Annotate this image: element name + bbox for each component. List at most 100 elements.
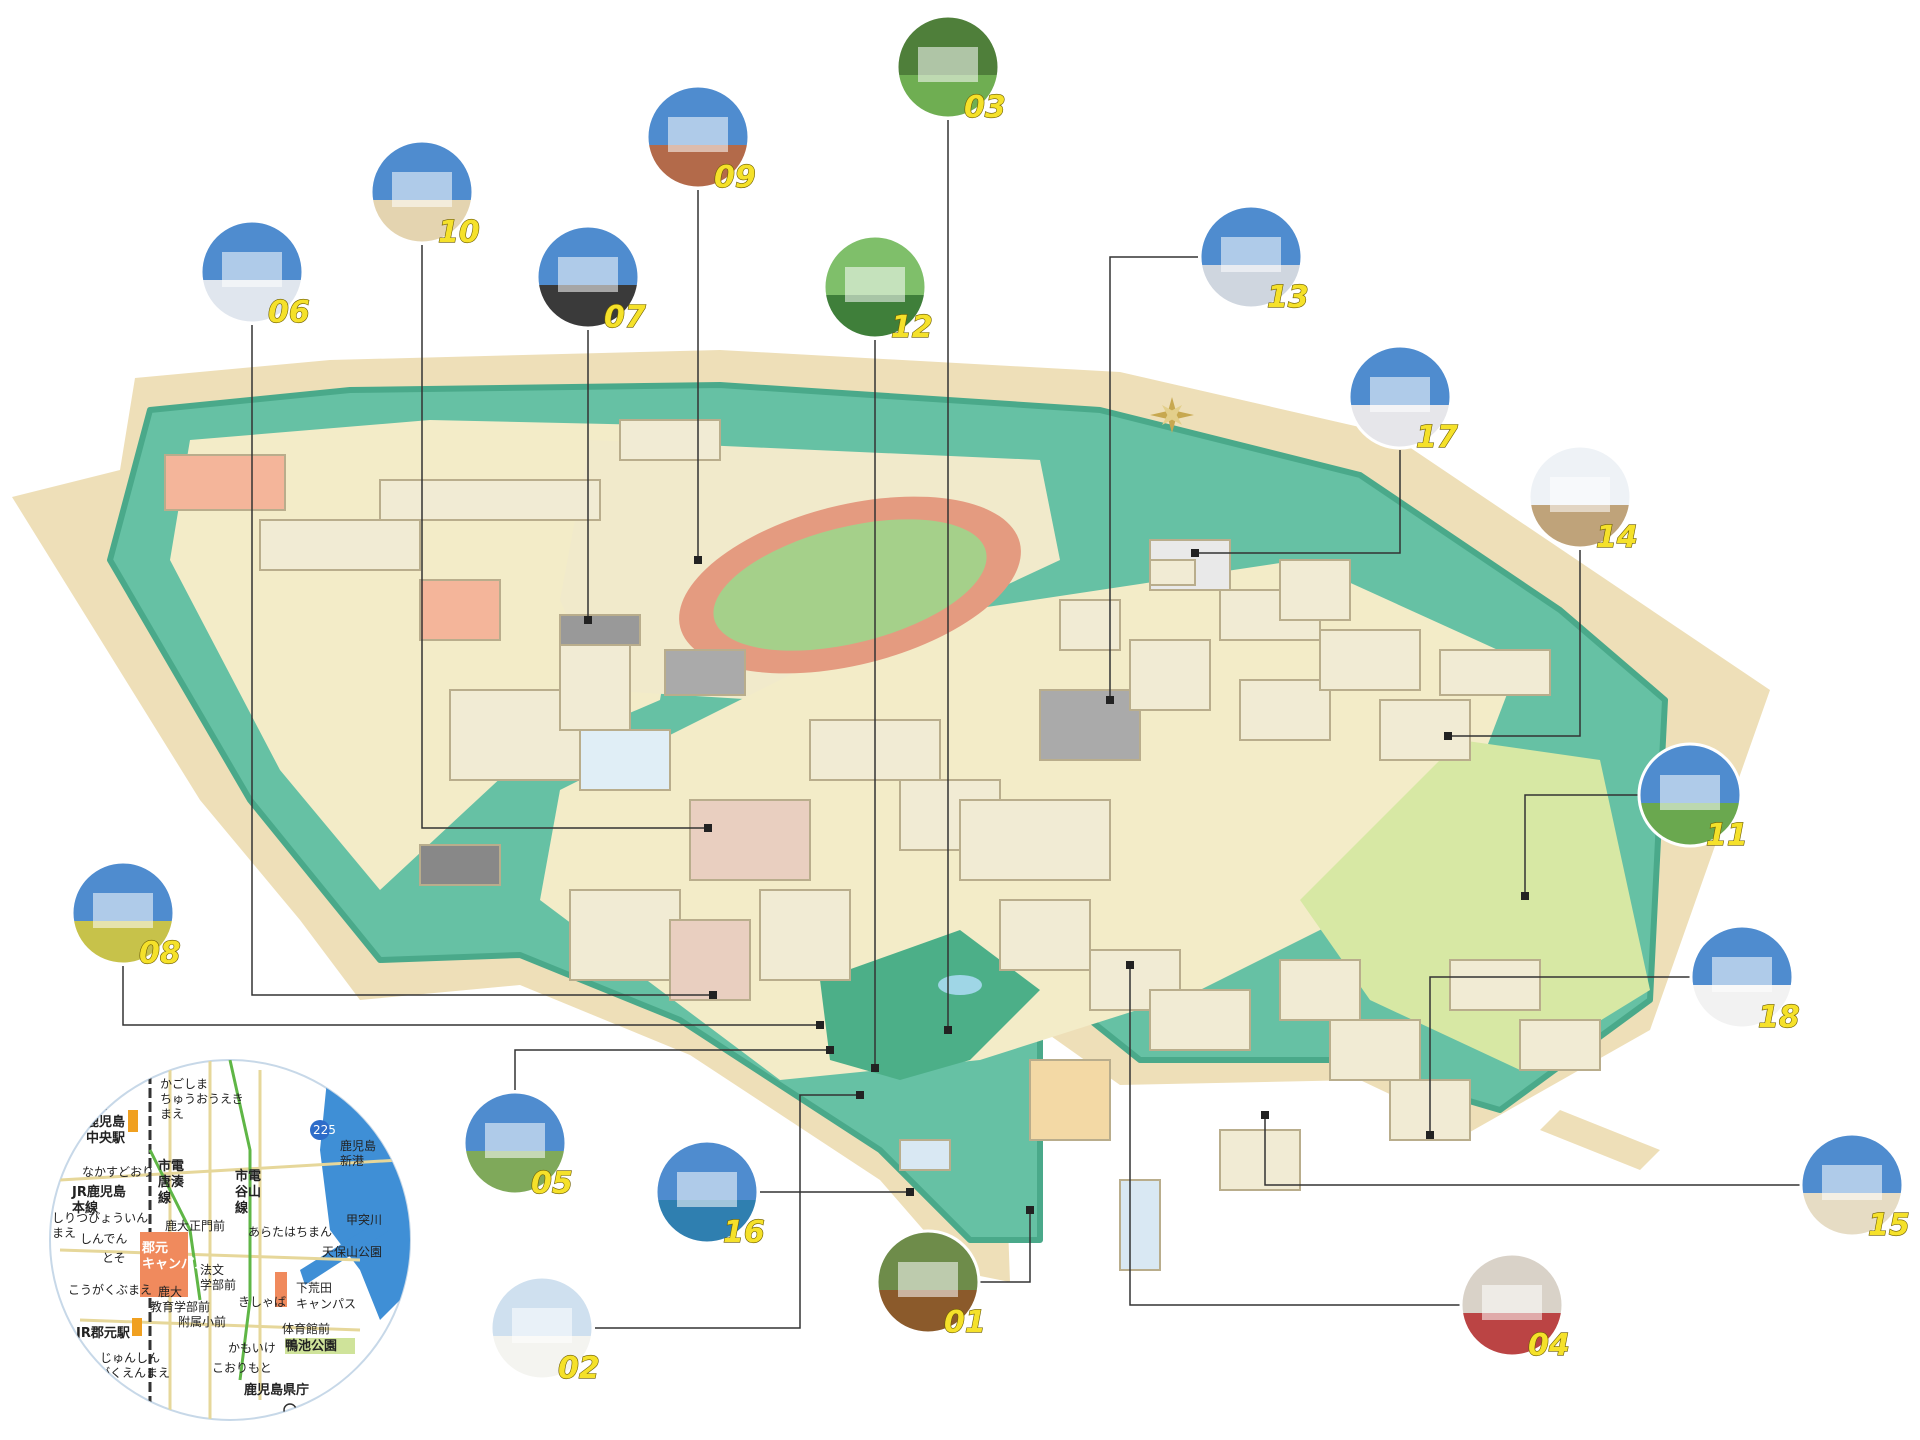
photo-frame [1459, 1252, 1565, 1358]
marker-number-11: 11 [1706, 818, 1748, 853]
photo-frame [875, 1229, 981, 1335]
inset-label: かごしま [160, 1076, 208, 1091]
leader-13 [1109, 256, 1198, 700]
photo-frame [489, 1275, 595, 1381]
marker-number-01: 01 [944, 1305, 986, 1340]
inset-label: キャンパス [142, 1257, 207, 1272]
inset-label: JR [91, 1099, 107, 1114]
marker-number-13: 13 [1267, 280, 1309, 315]
endpoint [856, 1091, 864, 1099]
leader-10 [421, 245, 708, 829]
building [1149, 989, 1251, 1051]
athletic-track [679, 496, 1021, 674]
building [1219, 1129, 1301, 1191]
inset-label: 線 [235, 1200, 249, 1216]
endpoint [709, 991, 717, 999]
inset-label: 体育館前 [282, 1321, 330, 1336]
endpoint [906, 1188, 914, 1196]
inset-label: じゅんしん [100, 1351, 160, 1365]
inset-shimoarata-campus [275, 1272, 287, 1307]
inset-jr-korimoto-station [132, 1318, 142, 1336]
photo-frame [1637, 742, 1743, 848]
marker-number-03: 03 [964, 90, 1006, 125]
road-southeast-spur [1540, 1110, 1660, 1170]
inset-label: 新港 [340, 1153, 364, 1168]
inset-label: ちゅうおうえき [160, 1092, 244, 1106]
leader-lines [122, 120, 1800, 1329]
building [559, 614, 641, 646]
building [1279, 559, 1351, 621]
marker-number-12: 12 [891, 310, 933, 345]
photo-marker-13: 13 [1198, 204, 1309, 316]
inset-label: こうがくぶまえ [68, 1282, 152, 1297]
building [689, 799, 811, 881]
photo-frame [535, 224, 641, 330]
inset-label: 附属小前 [178, 1314, 226, 1329]
photo-frame [1799, 1132, 1905, 1238]
inset-label: 中央駅 [86, 1130, 126, 1146]
building [1029, 1059, 1111, 1141]
location-inset: 225 たかみばば かごしま ちゅうおうえき まえ JR 鹿児島 中央駅 なかす… [49, 1041, 411, 1421]
inset-route-number: 225 [313, 1123, 336, 1137]
study-room-photo [1529, 446, 1631, 548]
building [1129, 639, 1211, 711]
inset-label: たかみばば [232, 1041, 292, 1055]
inset-river [300, 1220, 390, 1285]
marker-number-10: 10 [438, 215, 480, 250]
marker-number-15: 15 [1868, 1208, 1910, 1243]
building [559, 639, 631, 731]
inset-label: 下荒田 [296, 1281, 332, 1295]
photo-marker-15: 15 [1799, 1132, 1910, 1244]
inset-label: かもいけ [228, 1341, 276, 1355]
inset-label: 甲突川 [346, 1212, 382, 1227]
track-inner [713, 519, 987, 651]
building [1059, 599, 1121, 651]
inset-label: 鹿児島 [340, 1138, 376, 1153]
photo-marker-09: 09 [645, 84, 756, 196]
building [1279, 959, 1361, 1021]
endpoint [816, 1021, 824, 1029]
inset-label: 学部前 [200, 1277, 236, 1292]
photo-frame [1198, 204, 1304, 310]
endpoint [584, 616, 592, 624]
building [259, 519, 421, 571]
photo-frame [199, 219, 305, 325]
marker-number-08: 08 [139, 936, 181, 971]
leader-18 [1429, 976, 1690, 1135]
cafeteria-photo [1461, 1254, 1563, 1356]
inset-label: 線 [158, 1190, 172, 1206]
leader-11 [1524, 794, 1638, 896]
endpoint [826, 1046, 834, 1054]
building [419, 844, 501, 886]
marker-number-18: 18 [1758, 1000, 1800, 1035]
endpoint [1106, 696, 1114, 704]
inset-label: 市電 [235, 1168, 261, 1184]
photo-frame [369, 139, 475, 245]
photo-marker-14: 14 [1527, 444, 1638, 556]
building [1379, 699, 1471, 761]
inset-jr-chuo-station [128, 1110, 138, 1132]
inset-label: まえ [52, 1226, 76, 1240]
leader-15 [1264, 1115, 1800, 1186]
photo-frame [1347, 344, 1453, 450]
building [379, 479, 601, 521]
inset-label: がくえんまえ [98, 1365, 170, 1380]
inset-label: 市電 [158, 1158, 184, 1174]
inset-label: 谷山 [235, 1184, 261, 1200]
building [999, 899, 1091, 971]
building [1439, 649, 1551, 696]
photo-frame [70, 860, 176, 966]
marker-number-09: 09 [714, 160, 756, 195]
endpoint [1521, 892, 1529, 900]
photo-marker-08: 08 [70, 860, 181, 972]
photo-marker-05: 05 [462, 1090, 573, 1202]
inset-label: JR郡元駅 [75, 1326, 131, 1341]
building [1039, 689, 1141, 761]
photo-marker-02: 02 [489, 1275, 600, 1387]
inset-label: こおりもと [212, 1361, 272, 1375]
building [899, 1139, 951, 1171]
leader-14 [1448, 550, 1581, 737]
buildings [164, 419, 1601, 1271]
photo-frame [822, 234, 928, 340]
inset-label: 鹿大正門前 [165, 1218, 225, 1233]
